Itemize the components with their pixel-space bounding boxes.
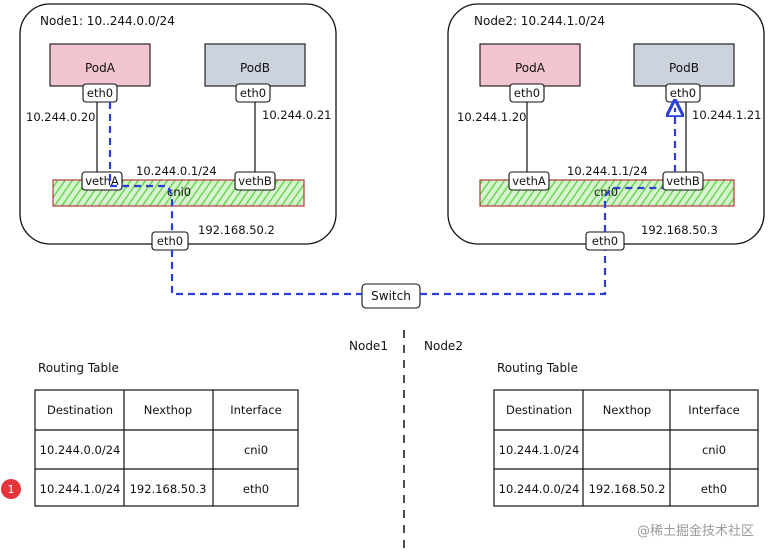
- node2-bridge-ip: 10.244.1.1/24: [567, 164, 648, 178]
- node2-veth-a: [508, 171, 550, 191]
- table-header-interface: Interface: [230, 403, 282, 417]
- table-frame: [34, 389, 299, 507]
- node1-pod-b: [204, 43, 306, 87]
- marker-badge-label: 1: [8, 483, 15, 496]
- node2-veth-b-label: vethB: [666, 174, 700, 188]
- node2-bridge-name: cni0: [594, 185, 618, 199]
- node1-host-ip: 192.168.50.2: [198, 223, 275, 237]
- table-cell: 192.168.50.2: [589, 482, 666, 496]
- node2-pod-b-ip: 10.244.1.21: [692, 108, 762, 122]
- node1-pod-b-label: PodB: [240, 61, 270, 75]
- node1-veth-b: [234, 171, 276, 191]
- table-cell: eth0: [701, 482, 727, 496]
- node2-pod-b-eth0-label: eth0: [670, 86, 696, 100]
- node2: Node2: 10.244.1.0/24 PodA PodB eth0 eth0…: [447, 3, 765, 251]
- node1-pod-a-label: PodA: [85, 61, 116, 75]
- node2-pod-a-eth0-label: eth0: [514, 86, 540, 100]
- table-cell: cni0: [702, 443, 726, 457]
- node1-pod-b-eth0-label: eth0: [240, 86, 266, 100]
- routing-table-title: Routing Table: [38, 361, 119, 375]
- table-cell: eth0: [243, 482, 269, 496]
- marker-badge: [1, 479, 21, 499]
- node1-pod-a: [49, 43, 151, 87]
- node2-pod-b-label: PodB: [669, 61, 699, 75]
- node2-host-ip: 192.168.50.3: [641, 223, 718, 237]
- divider-label-node2: Node2: [424, 339, 463, 353]
- node1-title: Node1: 10..244.0.0/24: [40, 14, 175, 28]
- table-header-nexthop: Nexthop: [603, 403, 651, 417]
- table-cell: 10.244.0.0/24: [499, 482, 580, 496]
- node1: Node1: 10..244.0.0/24 PodA PodB eth0 eth…: [19, 3, 337, 251]
- table-cell: cni0: [244, 443, 268, 457]
- table-cell: 10.244.1.0/24: [499, 443, 580, 457]
- node1-bridge-name: cni0: [167, 185, 191, 199]
- packet-path-node2-bridge: [603, 186, 663, 232]
- packet-path-from-switch: [420, 250, 607, 296]
- node2-veth-a-label: vethA: [512, 174, 546, 188]
- table-cell: 10.244.1.0/24: [40, 482, 121, 496]
- node2-pod-b: [633, 43, 735, 87]
- node1-pod-a-eth0: [82, 83, 118, 103]
- node2-pod-a: [479, 43, 581, 87]
- node2-title: Node2: 10.244.1.0/24: [474, 14, 605, 28]
- node1-host-eth0-label: eth0: [157, 234, 183, 248]
- watermark: @稀土掘金技术社区: [637, 523, 754, 539]
- routing-table-node1: Routing Table Destination Nexthop Interf…: [34, 361, 299, 507]
- node1-pod-b-ip: 10.244.0.21: [262, 108, 332, 122]
- node1-box: [19, 3, 337, 245]
- node2-pod-a-label: PodA: [515, 61, 546, 75]
- table-header-destination: Destination: [506, 403, 572, 417]
- node1-pod-a-ip: 10.244.0.20: [26, 110, 96, 124]
- table-cell: 10.244.0.0/24: [40, 443, 121, 457]
- node2-host-eth0-label: eth0: [592, 234, 618, 248]
- node1-veth-b-label: vethB: [238, 174, 272, 188]
- node2-pod-a-ip: 10.244.1.20: [457, 110, 527, 124]
- table-header-interface: Interface: [688, 403, 740, 417]
- table-frame: [493, 389, 759, 507]
- switch-label: Switch: [371, 289, 411, 303]
- table-cell: 192.168.50.3: [130, 482, 207, 496]
- switch: [361, 283, 421, 309]
- node1-host-eth0: [151, 231, 189, 251]
- node1-bridge-ip: 10.244.0.1/24: [136, 164, 217, 178]
- divider-label-node1: Node1: [349, 339, 388, 353]
- node1-pod-b-eth0: [235, 83, 271, 103]
- packet-path-to-switch: [170, 250, 362, 296]
- routing-table-node2: Routing Table Destination Nexthop Interf…: [493, 361, 759, 507]
- node2-veth-b: [662, 171, 704, 191]
- node1-pod-a-eth0-label: eth0: [87, 86, 113, 100]
- table-header-destination: Destination: [47, 403, 113, 417]
- routing-table-title: Routing Table: [497, 361, 578, 375]
- table-header-nexthop: Nexthop: [144, 403, 192, 417]
